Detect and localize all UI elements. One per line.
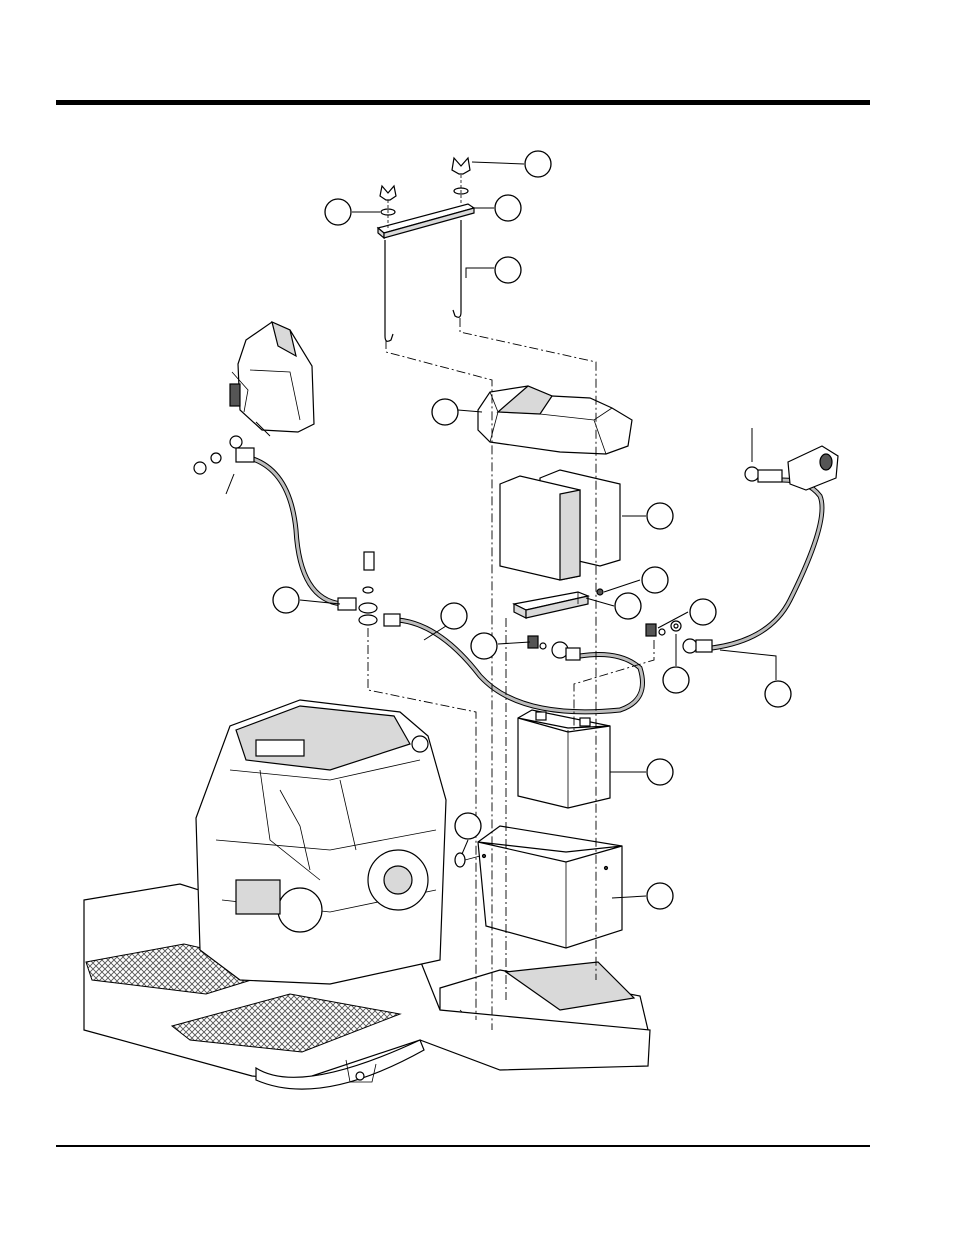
callout-2 <box>325 199 351 225</box>
bolt-washer-stack <box>359 552 377 625</box>
terminal-clamp-left <box>528 636 546 649</box>
callout-14 <box>765 681 791 707</box>
screw <box>597 589 603 595</box>
callout-7 <box>642 567 668 593</box>
callout-17 <box>647 883 673 909</box>
cable-negative <box>194 436 356 610</box>
callout-9 <box>690 599 716 625</box>
battery-pads <box>500 470 620 580</box>
starter-terminal <box>788 446 838 490</box>
j-bolt-left <box>385 240 393 341</box>
callout-13 <box>663 667 689 693</box>
callout-6 <box>647 503 673 529</box>
callout-8 <box>615 593 641 619</box>
battery-cover <box>478 386 632 454</box>
battery-box <box>478 826 622 948</box>
j-bolt-right <box>453 220 461 317</box>
cable-positive <box>384 614 643 712</box>
callout-10 <box>471 633 497 659</box>
starter-solenoid <box>230 322 314 432</box>
callout-11 <box>273 587 299 613</box>
callout-4 <box>495 257 521 283</box>
terminal-nut <box>671 621 681 631</box>
leader-arrow-ring <box>226 474 234 494</box>
callout-1 <box>525 151 551 177</box>
callout-3 <box>495 195 521 221</box>
callout-5 <box>432 399 458 425</box>
callout-12 <box>441 603 467 629</box>
engine <box>196 700 446 984</box>
callout-15 <box>647 759 673 785</box>
callout-16 <box>455 813 481 839</box>
strap-bracket <box>514 592 588 618</box>
